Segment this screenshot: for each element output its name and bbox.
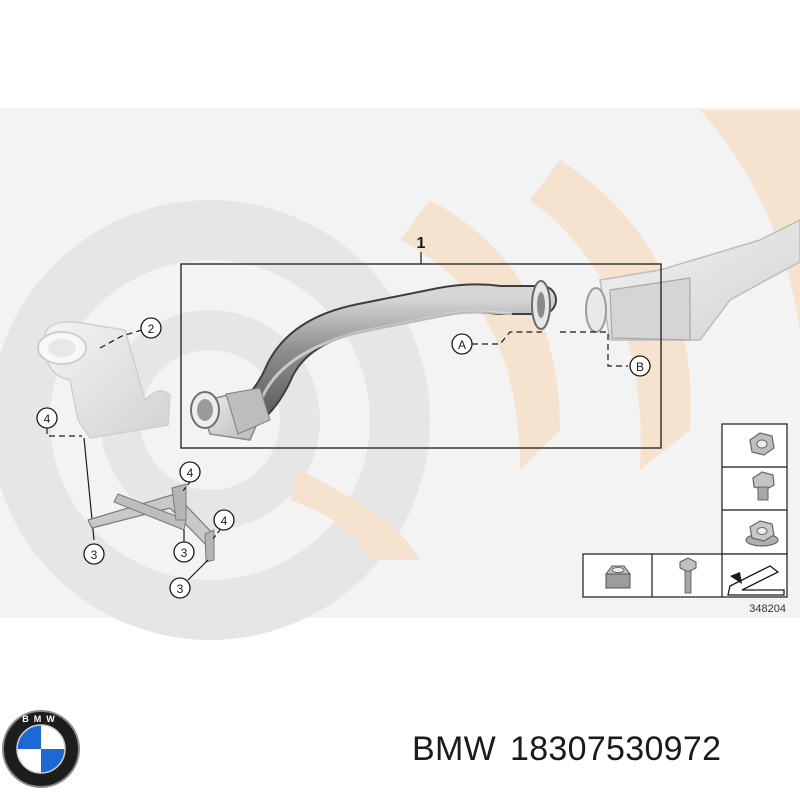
callout-3-left	[83, 543, 105, 565]
bolt-icon	[679, 557, 697, 594]
callout-3-bracket-mid	[173, 541, 195, 563]
callout-B	[629, 355, 651, 377]
hex-bolt-icon	[752, 471, 775, 501]
callout-A-label: A	[458, 338, 466, 352]
callout-4-left-label: 4	[44, 412, 51, 426]
part-caption: BMW 18307530972	[412, 730, 721, 769]
callout-3-bracket-low	[169, 577, 191, 599]
self-locking-nut-icon	[605, 565, 631, 589]
callout-3-left-label: 3	[91, 548, 98, 562]
hex-nut-icon	[749, 432, 775, 456]
callout-3-bracket-low-label: 3	[177, 582, 184, 596]
callout-2	[140, 317, 162, 339]
flange-nut-icon	[745, 520, 779, 547]
bmw-logo: BMW	[2, 710, 80, 788]
callout-A	[451, 333, 473, 355]
drawing-number: 348204	[749, 603, 786, 615]
callout-4-bracket-top-label: 4	[187, 466, 194, 480]
catalytic-converter-ghost-left	[37, 321, 171, 439]
fastener-connector-lines	[472, 331, 628, 367]
part-number: 18307530972	[510, 730, 722, 768]
support-bracket	[87, 483, 216, 563]
fastener-legend-row	[582, 553, 788, 598]
brand-name: BMW	[412, 730, 496, 768]
front-pipe-with-catalyst	[190, 280, 557, 441]
callout-4-bracket-right	[213, 509, 235, 531]
callout-2-label: 2	[148, 322, 155, 336]
main-part-label: 1	[417, 235, 426, 252]
direction-arrow-icon	[727, 565, 785, 596]
callout-B-label: B	[636, 360, 644, 374]
bmw-logo-lettering: BMW	[22, 714, 60, 724]
callout-4-bracket-right-label: 4	[221, 514, 228, 528]
callout-3-bracket-mid-label: 3	[181, 546, 188, 560]
fastener-legend	[721, 423, 788, 555]
